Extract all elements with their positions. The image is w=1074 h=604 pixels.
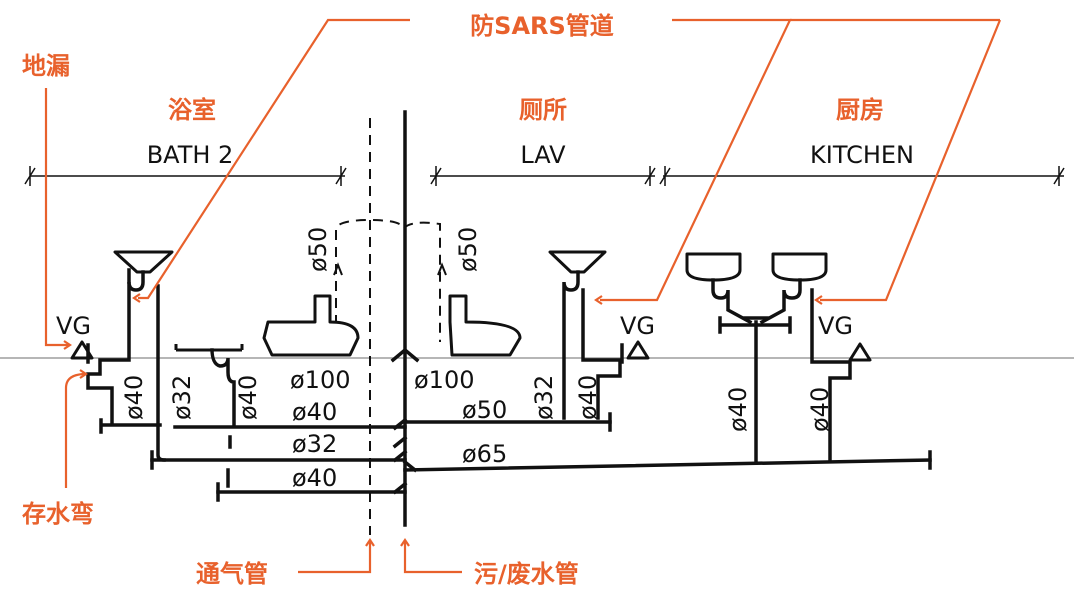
size-bath-sink: ø40 (234, 375, 262, 420)
size-bath-basin: ø32 (168, 375, 196, 420)
dimension-lines (24, 166, 1065, 186)
size-branch-left-3: ø40 (292, 464, 337, 492)
size-vent-right: ø50 (454, 227, 482, 272)
vg-lav: VG (620, 312, 655, 340)
vent-pipe-label: 通气管 (196, 560, 268, 588)
size-branch-left-2: ø32 (292, 430, 337, 458)
size-vent-left: ø50 (304, 227, 332, 272)
trap-label: 存水弯 (22, 500, 94, 528)
kitchen-fixtures (685, 252, 872, 462)
size-lav-basin: ø32 (530, 375, 558, 420)
size-bath-trap: ø40 (120, 375, 148, 420)
size-kitchen-drain: ø40 (806, 387, 834, 432)
lav-fixtures (448, 250, 650, 420)
size-wc-right: ø100 (414, 366, 475, 394)
size-lav-trap: ø40 (574, 375, 602, 420)
room-lav: LAV (520, 141, 566, 169)
bath-fixtures (70, 250, 360, 488)
annotation-leaders (44, 18, 1002, 574)
anti-sars-pipe-label: 防SARS管道 (470, 12, 614, 40)
horizontal-branches (99, 347, 932, 502)
vg-kitchen: VG (818, 312, 853, 340)
size-branch-right-1: ø50 (462, 396, 507, 424)
size-branch-right-2: ø65 (462, 440, 507, 468)
size-wc-left: ø100 (290, 366, 351, 394)
kitchen-cn-label: 厨房 (836, 96, 884, 124)
waste-pipe-label: 污/废水管 (474, 560, 579, 588)
bath-cn-label: 浴室 (168, 96, 216, 124)
vg-bath: VG (56, 312, 91, 340)
size-kitchen-sink: ø40 (724, 387, 752, 432)
room-bath: BATH 2 (147, 141, 234, 169)
size-branch-left-1: ø40 (292, 398, 337, 426)
floor-drain-label: 地漏 (22, 52, 70, 80)
lav-cn-label: 厕所 (519, 96, 567, 124)
room-kitchen: KITCHEN (810, 141, 914, 169)
